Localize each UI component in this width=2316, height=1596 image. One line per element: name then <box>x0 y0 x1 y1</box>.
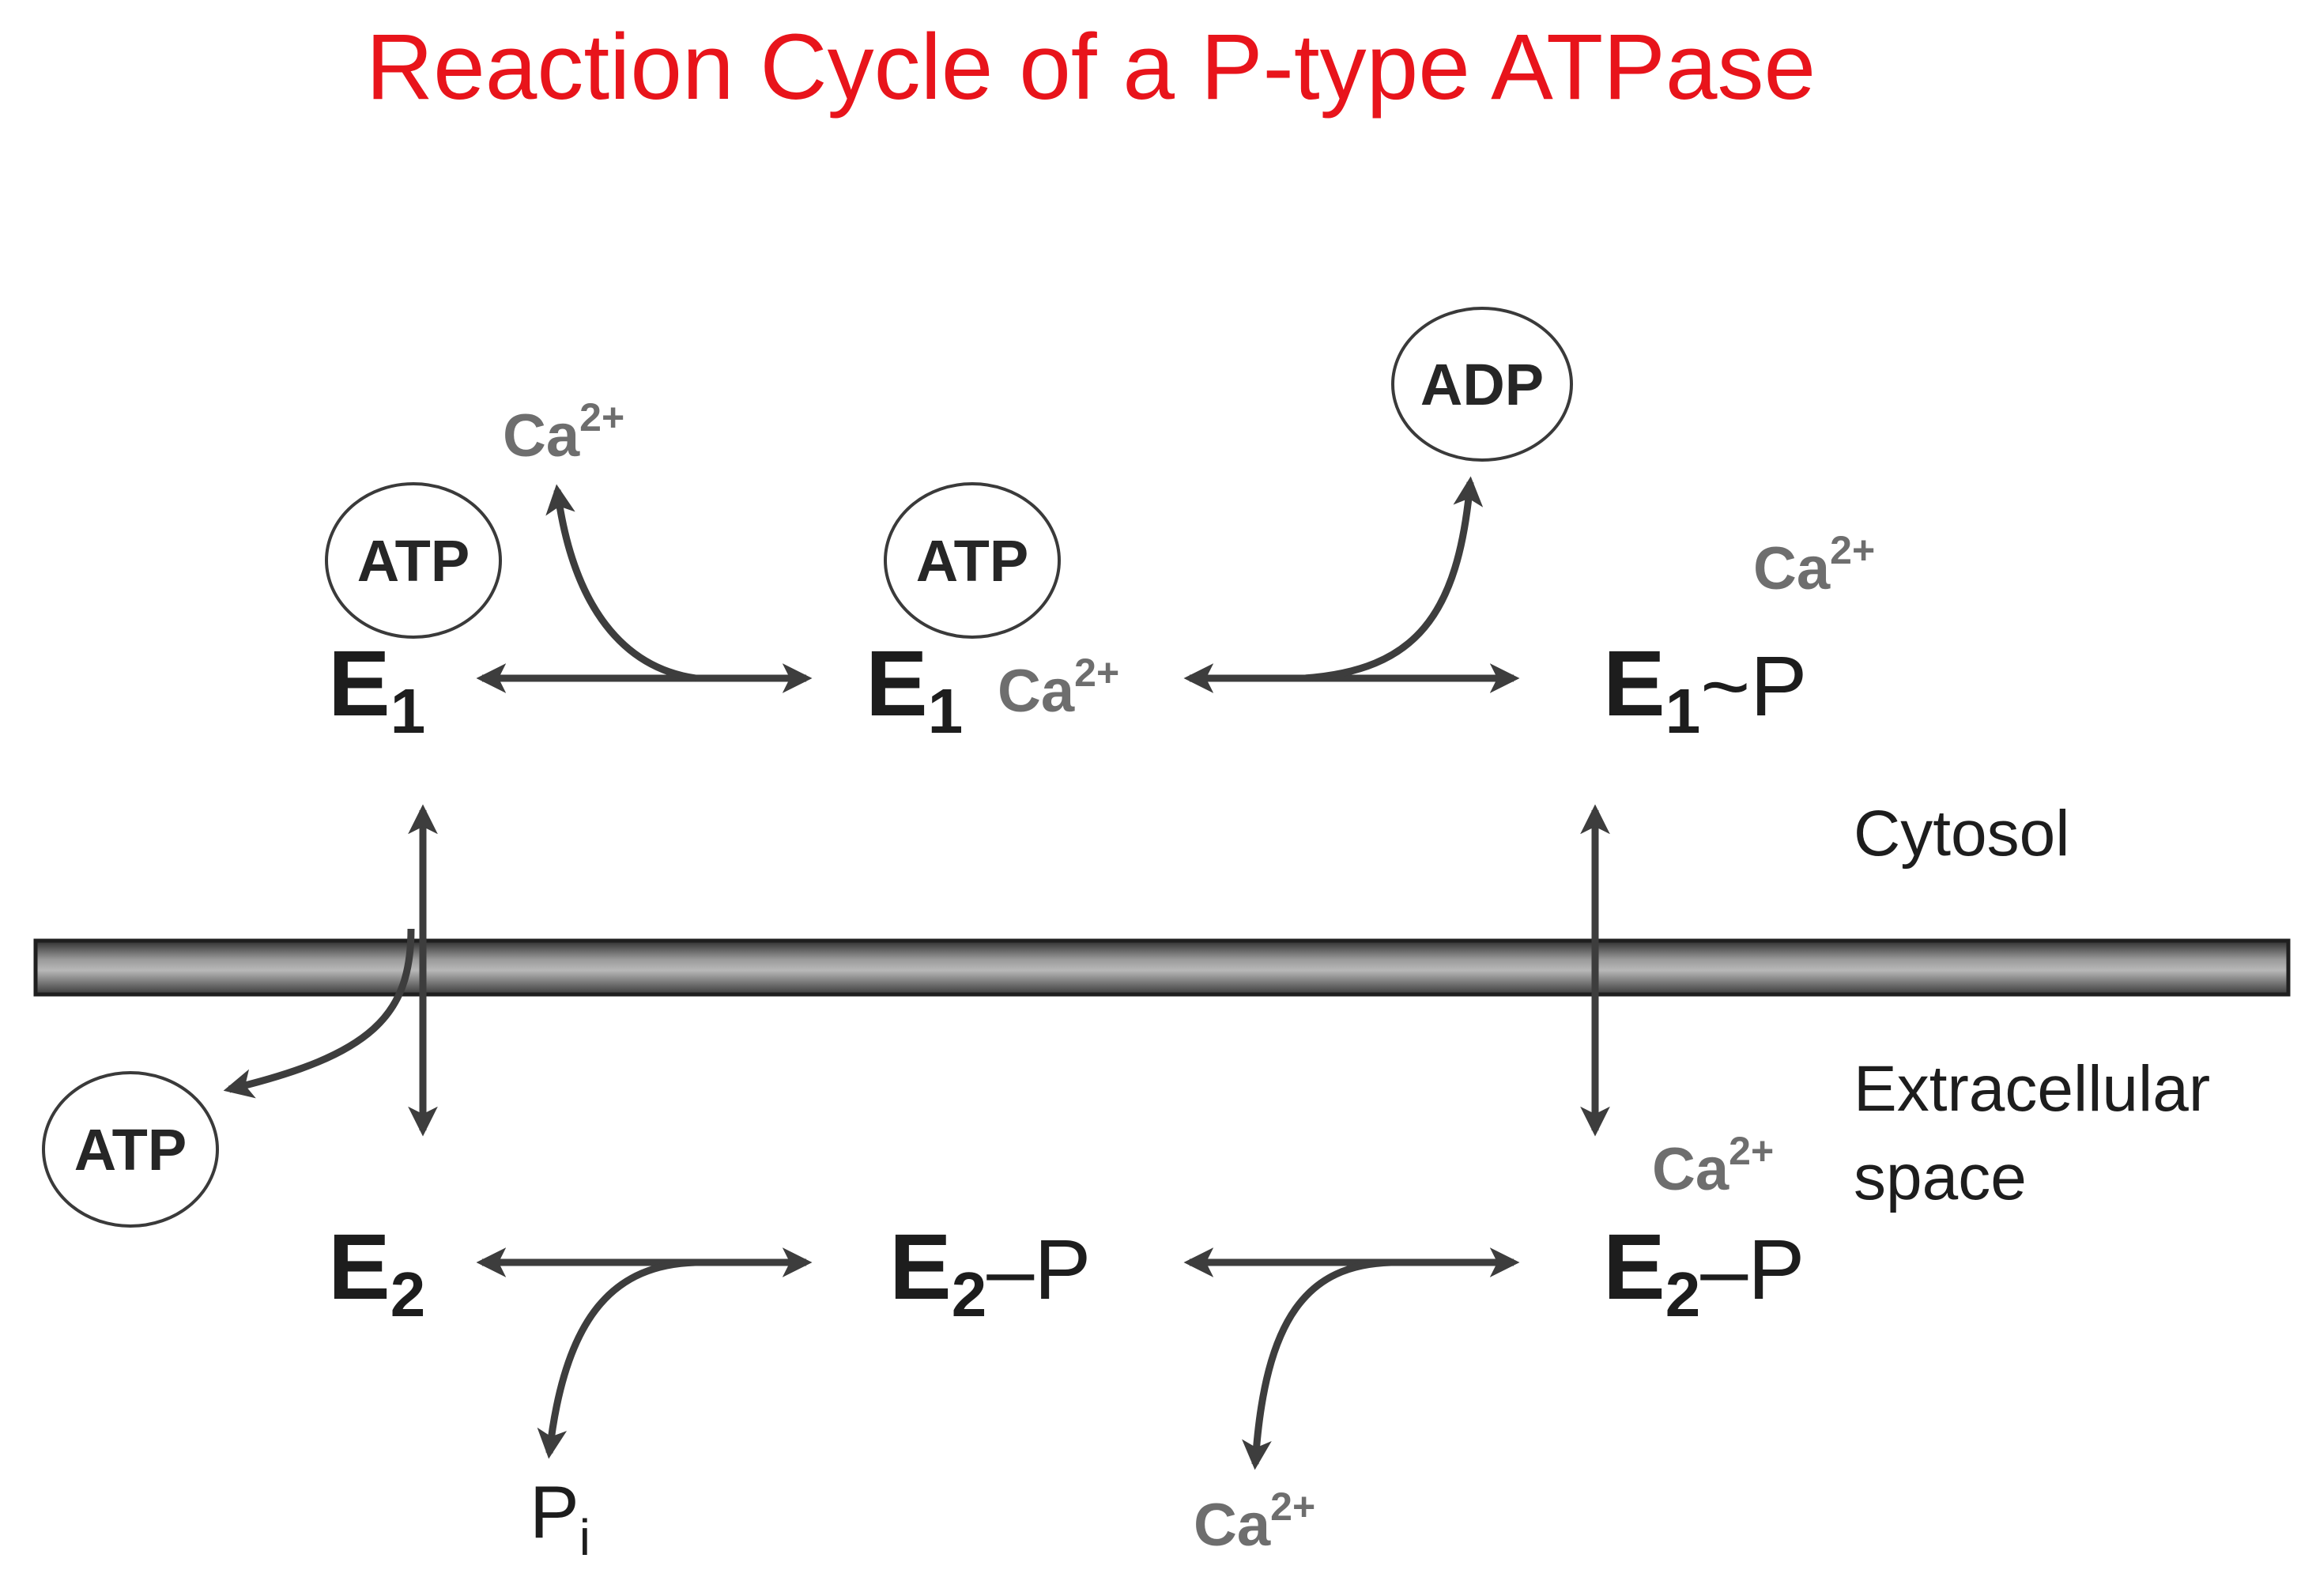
atp-label: ATP <box>916 528 1029 594</box>
state-e2-p-mid: E2–P <box>889 1215 1091 1330</box>
ca-ion-extracellular: Ca2+ <box>1652 1129 1774 1203</box>
region-extracellular: Extracellular space <box>1854 1053 2228 1213</box>
state-e1-ca: E1 <box>866 632 963 746</box>
arrow-atp-crossing <box>223 928 415 1099</box>
arrow-adp-release <box>1303 476 1484 682</box>
ca-ion-bound: Ca2+ <box>998 651 1119 725</box>
region-cytosol: Cytosol <box>1854 798 2069 870</box>
state-e1-left: E1 <box>328 632 425 746</box>
arrow-ca-release-top <box>545 484 696 682</box>
atp-circle-top-mid: ATP <box>884 482 1061 639</box>
membrane-bar <box>33 938 2291 997</box>
arrow-ca-release-bottom <box>1242 1258 1392 1470</box>
adp-label: ADP <box>1420 352 1544 417</box>
ca-ion-top-right: Ca2+ <box>1753 528 1875 602</box>
region-extracellular-line1: Extracellular <box>1854 1053 2210 1125</box>
atp-circle-top-left: ATP <box>325 482 502 639</box>
arrow-pi-release <box>537 1258 696 1459</box>
diagram-title: Reaction Cycle of a P-type ATPase <box>366 15 1816 119</box>
ca-ion-released-bottom: Ca2+ <box>1194 1485 1315 1559</box>
ca-ion-released-top: Ca2+ <box>503 395 624 470</box>
state-e1-p: E1~P <box>1603 632 1807 746</box>
atp-label: ATP <box>357 528 470 594</box>
atp-label: ATP <box>74 1117 187 1183</box>
adp-circle: ADP <box>1391 307 1573 462</box>
pi-label: Pi <box>530 1470 590 1566</box>
state-e2-left: E2 <box>328 1215 425 1330</box>
state-e2-p-right: E2–P <box>1603 1215 1805 1330</box>
atp-circle-bottom-left: ATP <box>42 1071 219 1228</box>
region-extracellular-line2: space <box>1854 1141 2027 1213</box>
